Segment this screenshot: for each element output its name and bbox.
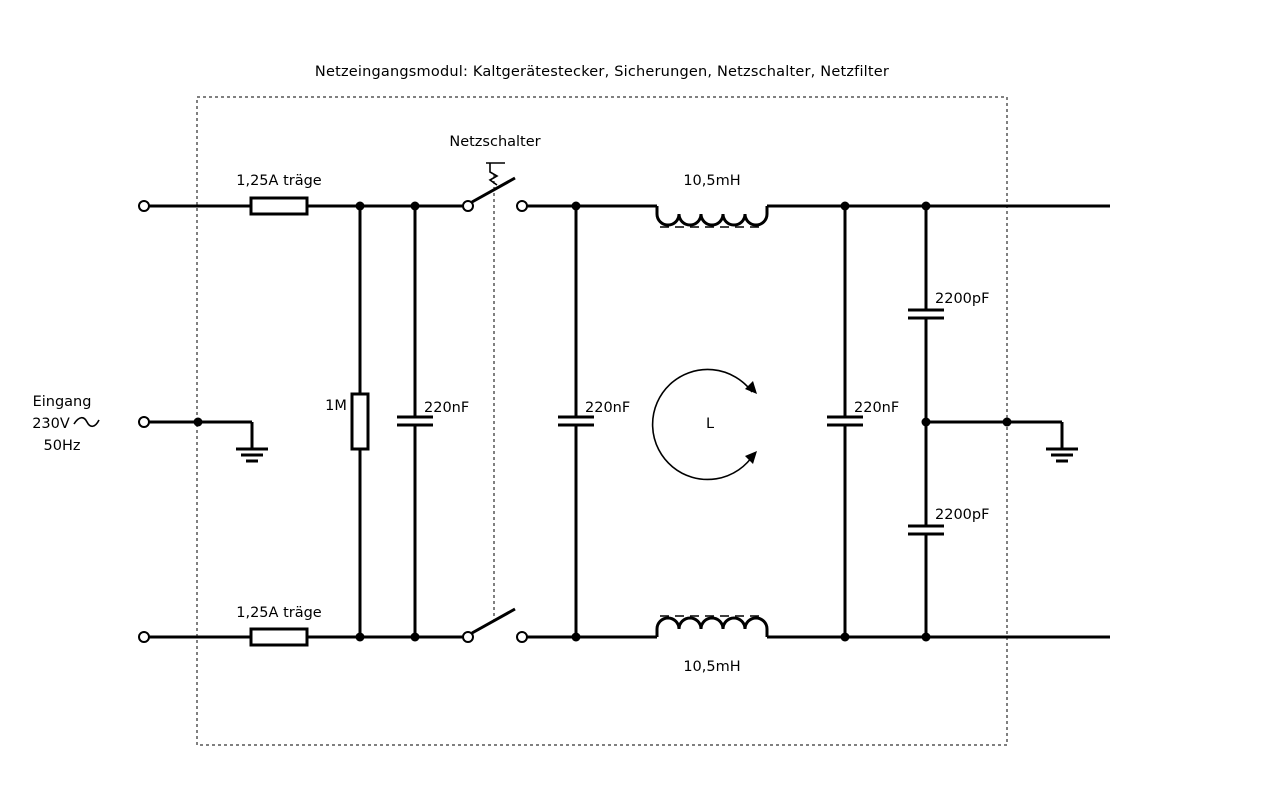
switch-bottom-contact-a — [462, 631, 474, 643]
switch-actuator-icon — [486, 162, 505, 186]
input-terminal-bottom — [138, 631, 150, 643]
fuse-top-symbol — [249, 196, 309, 216]
diagram-title: Netzeingangsmodul: Kaltgerätestecker, Si… — [315, 64, 889, 80]
junction-dots — [355, 201, 1012, 642]
cap-x2-label: 220nF — [585, 400, 630, 416]
switch-top-blade — [471, 176, 516, 204]
cap-x1-label: 220nF — [424, 400, 469, 416]
cap-x3-label: 220nF — [854, 400, 899, 416]
resistor-symbol — [350, 392, 370, 451]
ground-output-icon — [1046, 447, 1078, 463]
ground-input-icon — [236, 447, 268, 463]
input-label-eingang: Eingang — [33, 394, 92, 410]
switch-bottom-blade — [471, 607, 516, 635]
input-terminal-middle — [138, 416, 150, 428]
cap-y-top-label: 2200pF — [935, 291, 989, 307]
cap-y-bottom-label: 2200pF — [935, 507, 989, 523]
switch-top-contact-a — [462, 200, 474, 212]
resistor-label: 1M — [325, 398, 347, 414]
node-earth-input — [193, 417, 203, 427]
choke-top-coil — [655, 206, 769, 227]
rotation-arrow-top-icon — [745, 381, 757, 394]
fuse-bottom-symbol — [249, 627, 309, 647]
switch-bottom-contact-b — [516, 631, 528, 643]
fuse-top-label: 1,25A träge — [236, 173, 322, 189]
switch-top-contact-b — [516, 200, 528, 212]
choke-mark-label: L — [706, 416, 714, 432]
fuse-bottom-label: 1,25A träge — [236, 605, 322, 621]
input-terminal-top — [138, 200, 150, 212]
input-label-voltage: 230V — [32, 416, 70, 432]
choke-top-label: 10,5mH — [683, 173, 740, 189]
ac-tilde-icon — [73, 416, 100, 428]
rotation-arrow-bottom-icon — [745, 451, 757, 464]
module-boundary — [196, 96, 1008, 746]
choke-rotation-arc — [651, 368, 755, 481]
choke-bottom-coil — [655, 616, 769, 637]
input-label-frequency: 50Hz — [44, 438, 81, 454]
choke-bottom-label: 10,5mH — [683, 659, 740, 675]
switch-label: Netzschalter — [449, 134, 540, 150]
